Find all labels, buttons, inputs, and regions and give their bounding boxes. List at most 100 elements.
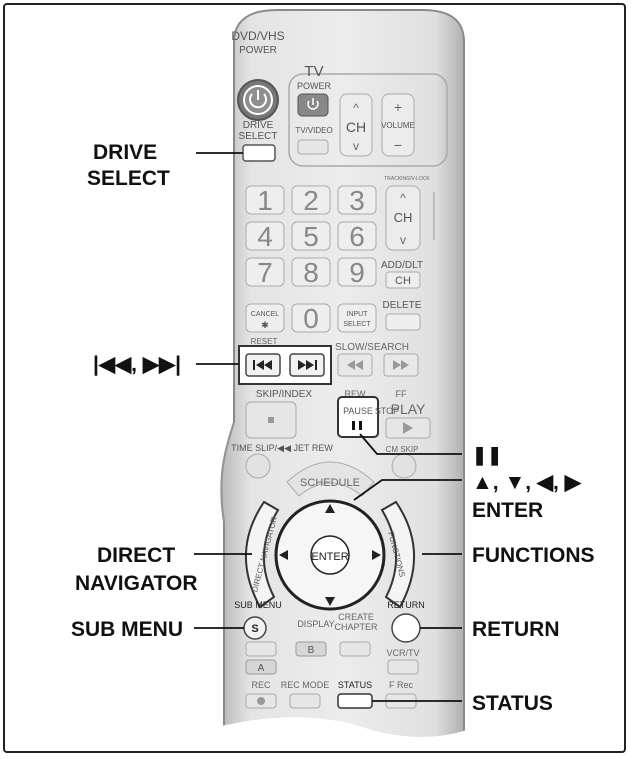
sub-menu-label: SUB MENU [234, 600, 282, 610]
svg-text:+: + [394, 99, 402, 115]
stop-button[interactable] [245, 401, 297, 439]
right-arrow-icon[interactable] [372, 550, 381, 560]
svg-text:CANCEL: CANCEL [251, 311, 280, 318]
svg-text:−: − [394, 137, 402, 153]
svg-text:SELECT: SELECT [343, 321, 371, 328]
digit-0-button[interactable]: 0 [303, 303, 319, 334]
power-label: POWER [239, 45, 277, 56]
digit-4-button[interactable]: 4 [257, 221, 273, 252]
reset-label: RESET [251, 337, 278, 346]
delete-label: DELETE [383, 300, 422, 311]
svg-text:PAUSE: PAUSE [343, 406, 373, 416]
drive-select-button[interactable] [242, 144, 276, 162]
svg-text:S: S [251, 623, 258, 635]
tv-video-button[interactable] [297, 139, 329, 155]
tv-label: TV [304, 63, 323, 80]
b-button[interactable]: B [295, 641, 327, 657]
vcr-tv-label: VCR/TV [386, 648, 419, 658]
add-dlt-ch-button[interactable]: CH [385, 271, 421, 289]
time-slip-button[interactable] [245, 453, 271, 479]
digit-3-button[interactable]: 3 [349, 185, 365, 216]
svg-text:A: A [258, 663, 265, 674]
rec-label: REC [251, 680, 271, 690]
cm-skip-button[interactable] [391, 453, 417, 479]
svg-text:^: ^ [353, 101, 359, 115]
slow-search-label: SLOW/SEARCH [335, 342, 409, 353]
remote-illustration: DVD/VHS POWER TV POWER ^ CH v + VOLUME −… [194, 9, 472, 751]
play-label: PLAY [391, 401, 426, 417]
up-arrow-icon[interactable] [325, 504, 335, 513]
rewind-button[interactable] [337, 353, 373, 377]
vcr-tv-button[interactable] [387, 659, 419, 675]
svg-text:✱: ✱ [261, 320, 269, 330]
digit-8-button[interactable]: 8 [303, 257, 319, 288]
cm-skip-label: CM SKIP [386, 445, 419, 454]
svg-text:CH: CH [346, 119, 366, 135]
left-arrow-icon[interactable] [279, 550, 288, 560]
callout-status: STATUS [472, 692, 553, 715]
cancel-button[interactable]: CANCEL ✱ [245, 303, 285, 333]
tv-ch-rocker[interactable]: ^ CH v [339, 93, 373, 157]
callout-sub-menu: SUB MENU [71, 618, 184, 641]
digit-1-button[interactable]: 1 [257, 185, 273, 216]
bottom-wave [217, 717, 472, 751]
a-button[interactable]: A [245, 659, 277, 675]
svg-text:CH: CH [395, 275, 411, 287]
callout-direct: DIRECT [97, 544, 176, 567]
callout-skip: |◀◀, ▶▶| [93, 353, 182, 376]
callout-functions: FUNCTIONS [472, 544, 595, 567]
svg-text:ENTER: ENTER [311, 551, 348, 563]
select-label: SELECT [239, 131, 278, 142]
pause-button[interactable]: PAUSE [337, 396, 379, 438]
delete-button[interactable] [385, 313, 421, 331]
ff-label: FF [396, 389, 407, 399]
fast-forward-button[interactable] [383, 353, 419, 377]
skip-forward-button[interactable] [289, 353, 325, 377]
tv-volume-rocker[interactable]: + VOLUME − [381, 93, 415, 157]
create-chapter-button[interactable] [339, 641, 371, 657]
sub-menu-button[interactable]: S [243, 616, 267, 640]
enter-button[interactable]: ENTER [310, 535, 350, 575]
direct-navigator-button[interactable] [244, 500, 280, 609]
digit-5-button[interactable]: 5 [303, 221, 319, 252]
digit-2-button[interactable]: 2 [303, 185, 319, 216]
add-dlt-label: ADD/DLT [381, 260, 423, 271]
status-button[interactable] [337, 693, 373, 709]
display-left-button[interactable] [245, 641, 277, 657]
digit-6-button[interactable]: 6 [349, 221, 365, 252]
dvd-vhs-label: DVD/VHS [231, 29, 284, 43]
schedule-button[interactable] [286, 461, 375, 497]
skip-back-button[interactable] [245, 353, 281, 377]
svg-text:VOLUME: VOLUME [381, 121, 415, 130]
tracking-label: TRACKING/V-LOCK [384, 176, 430, 182]
rec-button[interactable] [245, 693, 277, 709]
input-select-button[interactable]: INPUT SELECT [337, 303, 377, 333]
time-slip-label: TIME SLIP/◀◀ JET REW [231, 443, 333, 453]
rec-mode-button[interactable] [289, 693, 321, 709]
skip-index-label: SKIP/INDEX [256, 389, 312, 400]
callout-drive: DRIVE [93, 141, 158, 164]
tv-power-button[interactable] [297, 93, 329, 117]
ch-rocker[interactable]: ^ CH v [385, 185, 421, 251]
callout-navigator: NAVIGATOR [75, 572, 198, 595]
svg-text:v: v [353, 139, 359, 153]
return-label: RETURN [387, 600, 425, 610]
play-button[interactable] [385, 417, 431, 439]
callout-enter: ENTER [472, 499, 544, 522]
rew-label: REW [345, 389, 367, 399]
svg-text:B: B [308, 645, 315, 656]
svg-text:CH: CH [394, 210, 413, 225]
status-label: STATUS [338, 680, 372, 690]
return-button[interactable] [391, 613, 421, 643]
functions-button[interactable] [380, 500, 416, 609]
display-label: DISPLAY [297, 619, 334, 629]
dvd-power-button[interactable] [237, 79, 279, 121]
rec-mode-label: REC MODE [281, 680, 330, 690]
svg-text:INPUT: INPUT [347, 311, 369, 318]
digit-7-button[interactable]: 7 [257, 257, 273, 288]
down-arrow-icon[interactable] [325, 597, 335, 606]
tv-video-label: TV/VIDEO [295, 126, 332, 135]
stop-label: STOP [375, 406, 399, 416]
digit-9-button[interactable]: 9 [349, 257, 365, 288]
svg-text:^: ^ [400, 191, 406, 205]
